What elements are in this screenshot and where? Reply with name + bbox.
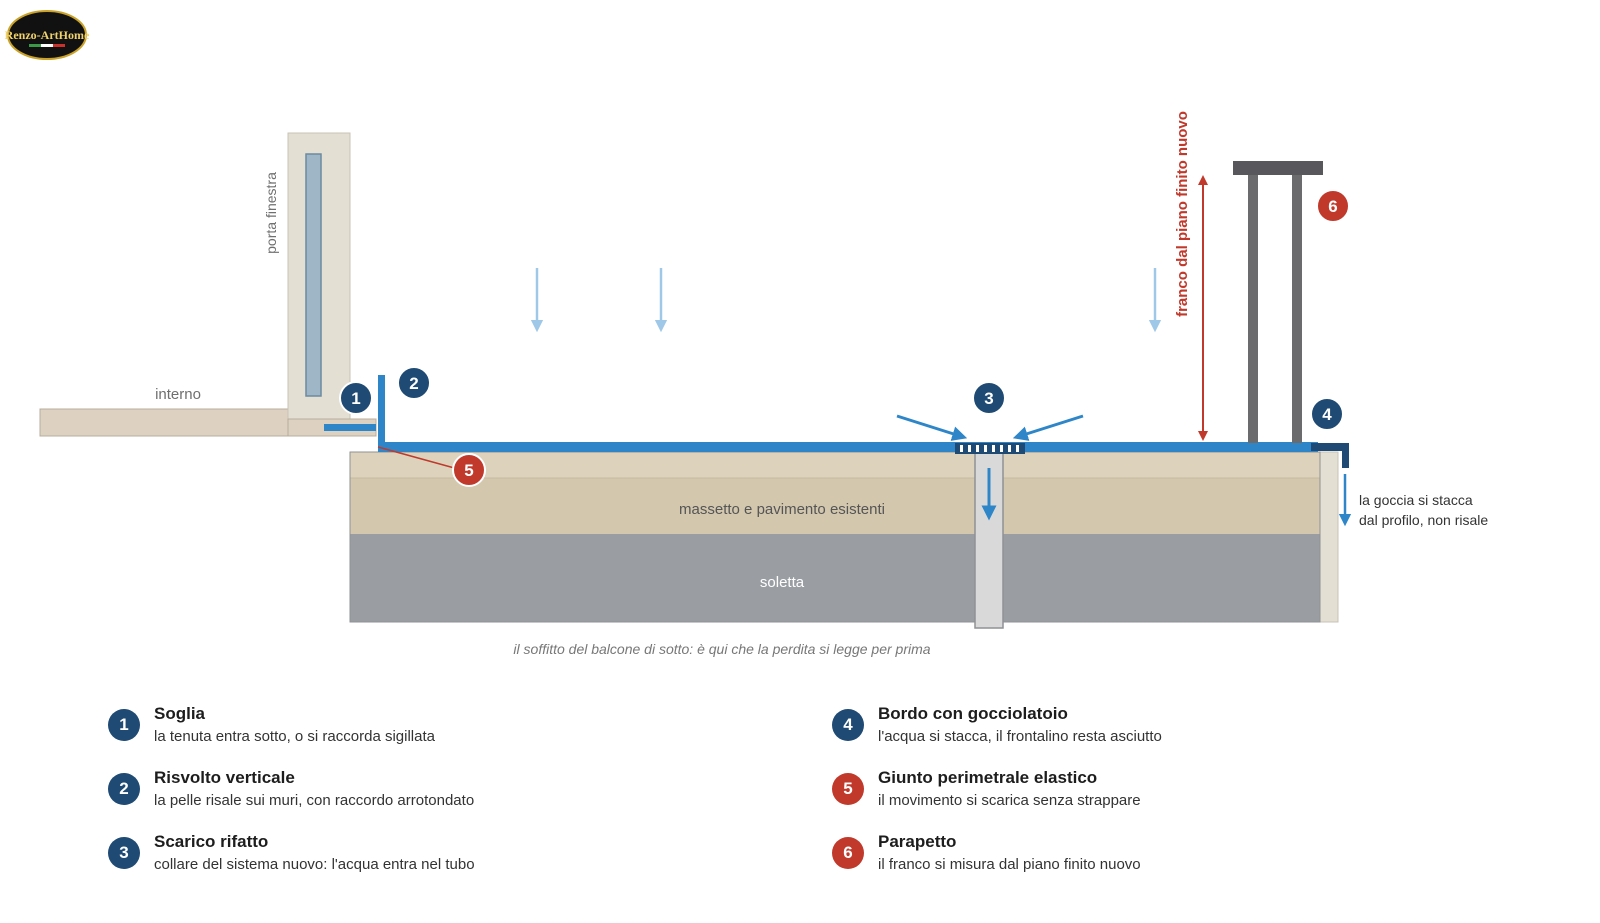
legend-title: Soglia xyxy=(154,704,206,723)
legend-desc: il movimento si scarica senza strappare xyxy=(878,792,1141,809)
drip-note-line2: dal profilo, non risale xyxy=(1359,512,1488,528)
legend-title: Parapetto xyxy=(878,832,957,851)
legend-item-4: 4 Bordo con gocciolatoio l'acqua si stac… xyxy=(832,704,1432,756)
franco-label: franco dal piano finito nuovo xyxy=(1174,111,1191,317)
threshold-flashing xyxy=(324,424,376,431)
svg-text:4: 4 xyxy=(1322,405,1332,424)
legend-desc: collare del sistema nuovo: l'acqua entra… xyxy=(154,856,475,873)
drip-note-line1: la goccia si stacca xyxy=(1359,492,1473,508)
svg-text:1: 1 xyxy=(351,389,360,408)
svg-text:6: 6 xyxy=(1328,197,1337,216)
marker-6: 6 xyxy=(1316,189,1350,223)
legend-desc: la pelle risale sui muri, con raccordo a… xyxy=(154,792,475,809)
marker-2: 2 xyxy=(397,366,431,400)
vertical-upstand xyxy=(378,375,385,445)
door-glass xyxy=(305,153,322,397)
legend-desc: l'acqua si stacca, il frontalino resta a… xyxy=(878,728,1162,745)
legend-item-3: 3 Scarico rifatto collare del sistema nu… xyxy=(108,832,708,884)
railing-post-left xyxy=(1248,175,1258,443)
legend-badge: 1 xyxy=(108,709,140,741)
logo-text: Renzo-ArtHome xyxy=(5,28,90,42)
legend-item-1: 1 Soglia la tenuta entra sotto, o si rac… xyxy=(108,704,708,756)
legend-badge: 5 xyxy=(832,773,864,805)
marker-5-leader xyxy=(377,446,459,470)
logo: Renzo-ArtHome xyxy=(5,10,90,60)
waterproof-membrane xyxy=(378,442,1318,452)
marker-4: 4 xyxy=(1310,397,1344,431)
legend-title: Giunto perimetrale elastico xyxy=(878,768,1098,787)
legend-badge: 3 xyxy=(108,837,140,869)
legend-item-5: 5 Giunto perimetrale elastico il movimen… xyxy=(832,768,1432,820)
legend-desc: la tenuta entra sotto, o si raccorda sig… xyxy=(154,728,435,745)
marker-1: 1 xyxy=(339,381,373,415)
legend-title: Scarico rifatto xyxy=(154,832,269,851)
drip-edge xyxy=(1311,443,1349,468)
interior-label: interno xyxy=(155,386,201,403)
front-edge xyxy=(1319,451,1339,623)
inflow-arrow-left xyxy=(896,414,968,441)
legend-badge: 6 xyxy=(832,837,864,869)
marker-3: 3 xyxy=(972,381,1006,415)
legend-badge: 4 xyxy=(832,709,864,741)
legend-title: Bordo con gocciolatoio xyxy=(878,704,1068,723)
legend-item-2: 2 Risvolto verticale la pelle risale sui… xyxy=(108,768,708,820)
slab-layer xyxy=(350,534,1320,622)
inflow-arrow-right xyxy=(1012,414,1084,441)
svg-text:3: 3 xyxy=(984,389,993,408)
legend-desc: il franco si misura dal piano finito nuo… xyxy=(878,856,1141,873)
railing-handrail xyxy=(1233,161,1323,175)
svg-text:2: 2 xyxy=(409,374,418,393)
slab-label: soletta xyxy=(760,574,805,591)
railing-post-right xyxy=(1292,175,1302,443)
drain-collar xyxy=(955,443,1025,454)
legend-title: Risvolto verticale xyxy=(154,768,295,787)
caption: il soffitto del balcone di sotto: è qui … xyxy=(513,641,930,657)
legend-badge: 2 xyxy=(108,773,140,805)
interior-floor xyxy=(39,408,289,437)
drain-grate xyxy=(960,445,1019,452)
svg-text:5: 5 xyxy=(464,461,473,480)
door-label: porta finestra xyxy=(263,172,279,254)
legend-item-6: 6 Parapetto il franco si misura dal pian… xyxy=(832,832,1432,884)
marker-5: 5 xyxy=(452,453,486,487)
screed-top-band xyxy=(350,452,1320,478)
screed-label: massetto e pavimento esistenti xyxy=(679,501,885,518)
